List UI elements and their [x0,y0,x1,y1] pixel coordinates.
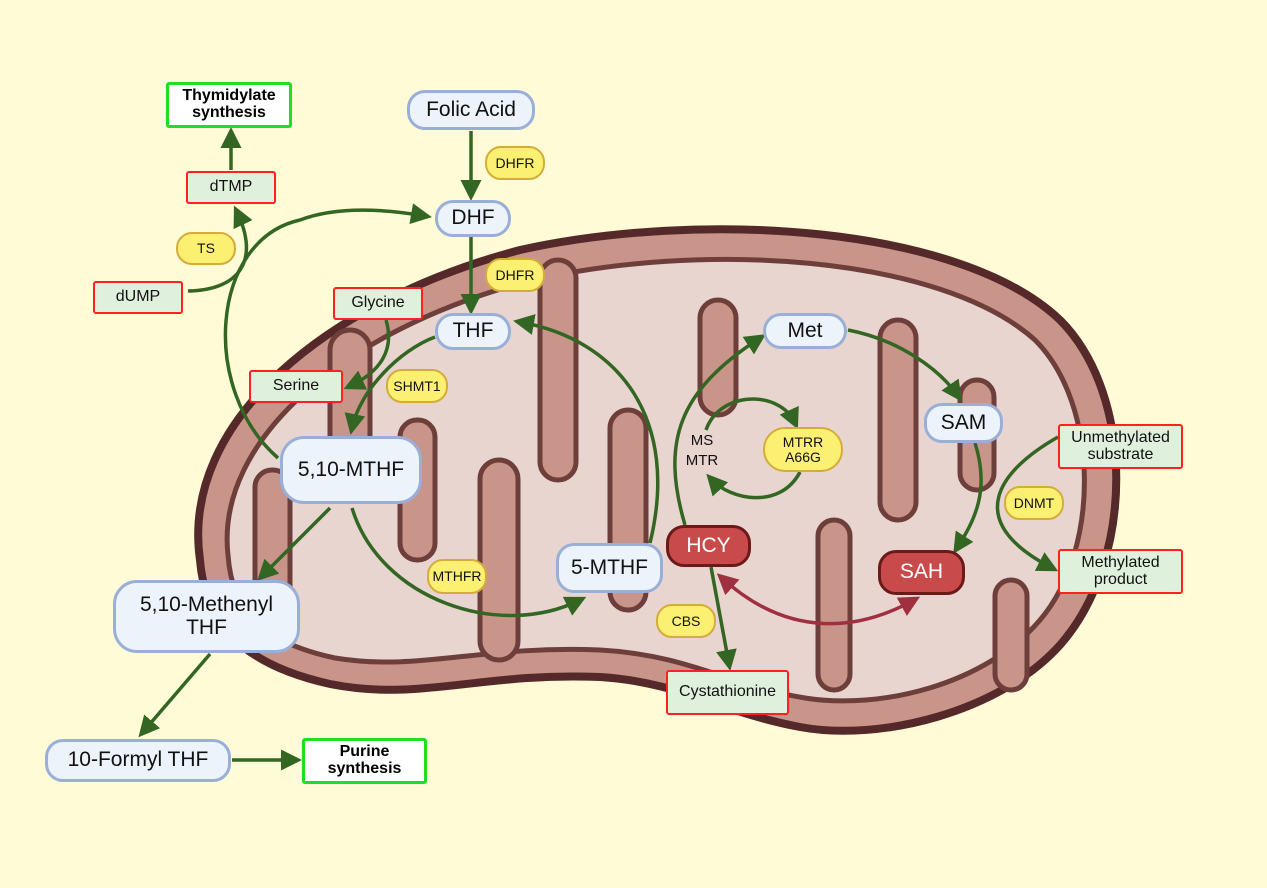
mtrr-a66g-enzyme: MTRR A66G [763,427,843,472]
arrow-mthf-5mthf [350,507,587,618]
thymidylate-synthesis-box: Thymidylate synthesis [166,82,292,128]
thf-node: THF [435,313,511,350]
formyl-thf-node: 10-Formyl THF [45,739,231,782]
dhfr-enzyme-2: DHFR [485,258,545,292]
arrow-sam-sah [953,442,983,554]
arrow-mthf-methenyl [257,506,332,581]
ts-enzyme: TS [176,232,236,265]
dhf-node: DHF [435,200,511,237]
ms-label: MS [690,432,714,450]
arrow-methenyl-formyl [138,652,212,738]
arrow-5mthf-thf [513,314,660,544]
cystathionine-box: Cystathionine [666,670,789,715]
arrow-mtrr-mtr [706,471,802,500]
dtmp-box: dTMP [186,171,276,204]
dhfr-enzyme-1: DHFR [485,146,545,180]
serine-box: Serine [249,370,343,403]
arrow-hcy-met [673,334,766,526]
mtr-label: MTR [685,452,719,470]
methenyl-thf-node: 5,10-Methenyl THF [113,580,300,653]
arrow-glycine-serine [343,319,391,390]
mthf-5-node: 5-MTHF [556,543,663,593]
purine-synthesis-box: Purine synthesis [302,738,427,784]
arrow-met-sam [847,328,962,402]
dump-box: dUMP [93,281,183,314]
sam-node: SAM [924,403,1003,443]
arrow-thf-mthf [344,335,436,435]
mthfr-enzyme: MTHFR [427,559,487,594]
methylated-product-box: Methylated product [1058,549,1183,594]
unmethylated-substrate-box: Unmethylated substrate [1058,424,1183,469]
sah-node: SAH [878,550,965,595]
hcy-node: HCY [666,525,751,567]
shmt1-enzyme: SHMT1 [386,369,448,403]
cbs-enzyme: CBS [656,604,716,638]
mthf-510-node: 5,10-MTHF [280,436,422,504]
arrow-hcy-sah [716,573,921,626]
met-node: Met [763,313,847,349]
glycine-box: Glycine [333,287,423,320]
arrow-methylation [995,435,1059,572]
arrow-mthf-dhf [223,203,432,460]
dnmt-enzyme: DNMT [1004,486,1064,520]
arrow-ms-mtrr [704,397,799,431]
folic-acid-node: Folic Acid [407,90,535,130]
